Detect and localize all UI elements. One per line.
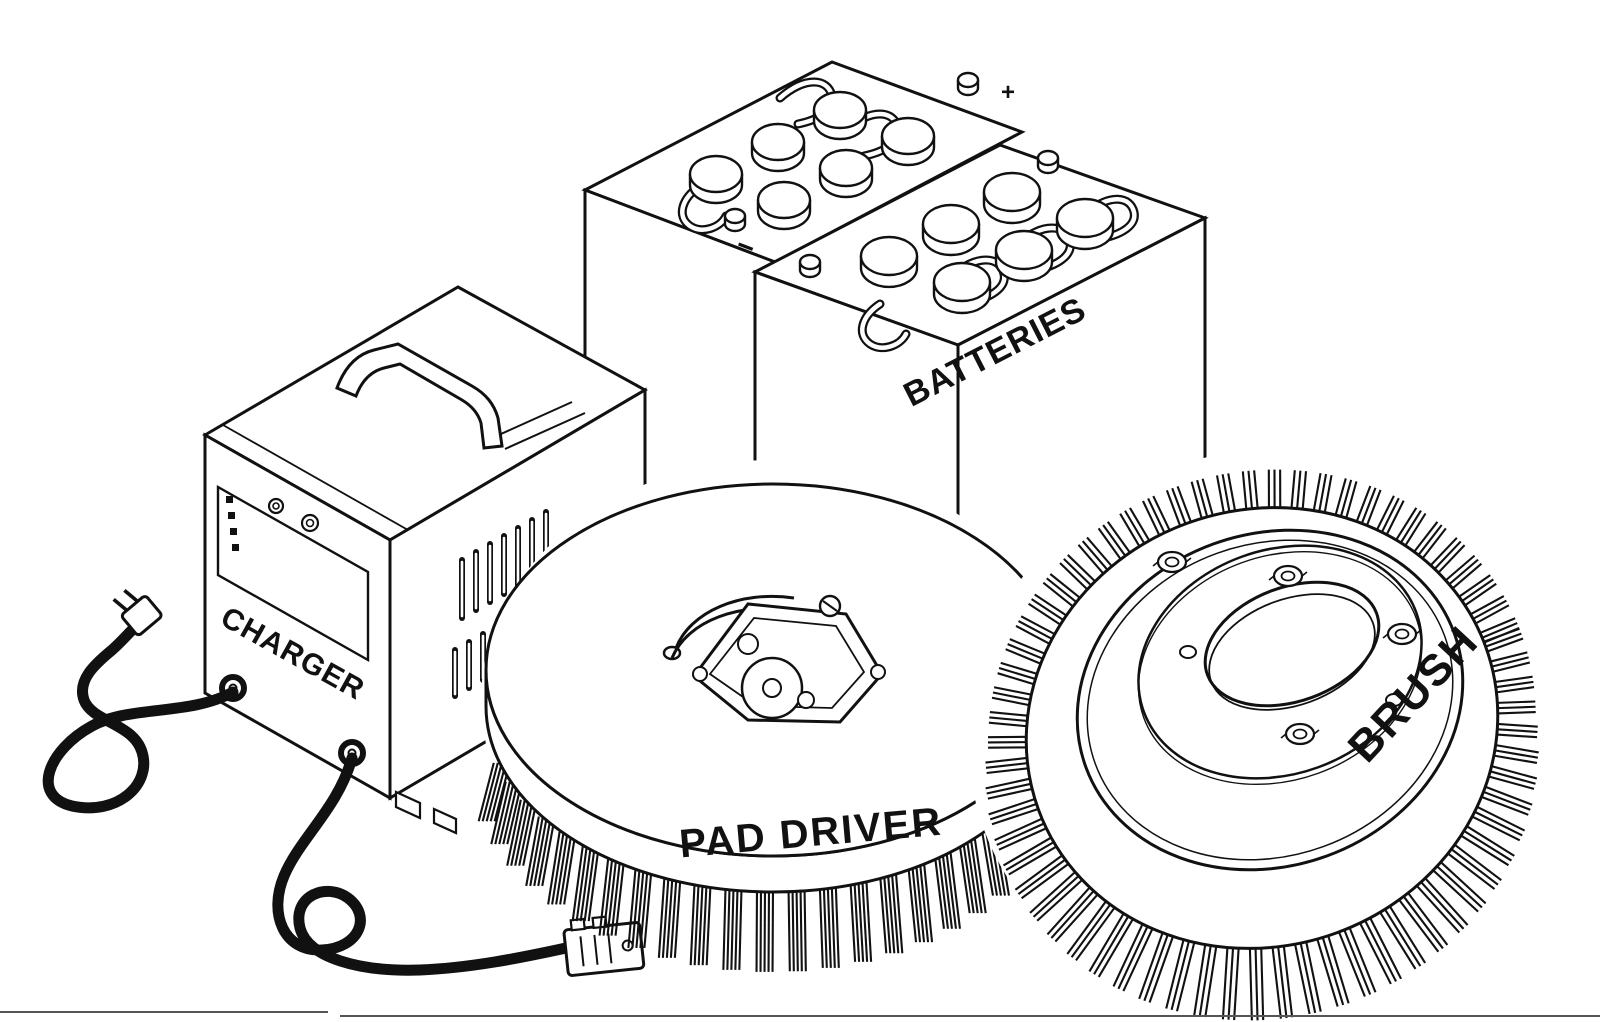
brush-raised-ring [1137,544,1423,780]
charger-indicator-leds [226,496,239,551]
brush-mounting-caps [1152,550,1422,746]
pad-driver-hub [662,594,886,724]
charger-feet [394,790,458,835]
output-cord [272,752,572,976]
power-cord [42,620,239,814]
cords-group [42,588,646,977]
brush-bristles [985,469,1539,1021]
charger-panel-knobs [267,497,320,533]
battery-positive-mark: + [1001,79,1015,106]
charger-panel [216,484,370,663]
wall-plug [112,588,163,637]
baseline-rule [0,1011,1600,1017]
batteries-group: + − BATTERIES [581,60,1209,628]
brush-center-hole [1203,580,1381,708]
brush-group: BRUSH [968,449,1556,1021]
charger-handle [335,342,504,450]
pad-driver-group: PAD DRIVER [477,460,1074,972]
battery-cell-caps [688,71,1115,315]
